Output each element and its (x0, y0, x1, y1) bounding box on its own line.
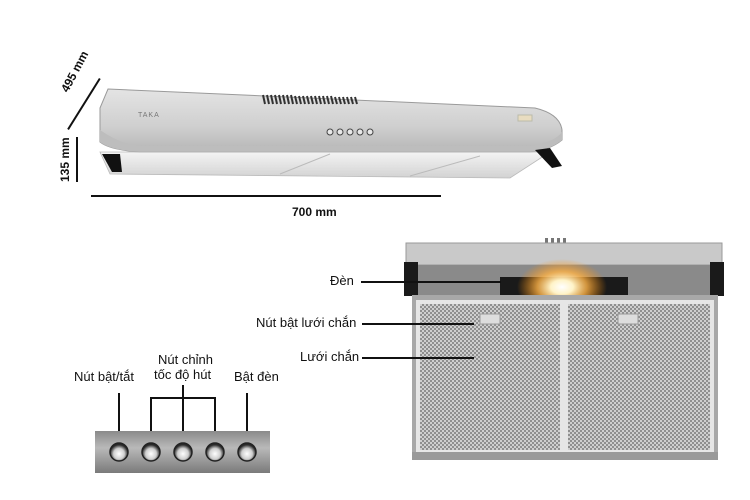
brand-logo: TAKA (138, 112, 160, 119)
control-knobs (109, 442, 257, 462)
hood-front-view (400, 238, 730, 463)
power-leader-line (118, 393, 120, 438)
light-label: Đèn (330, 273, 354, 288)
filter-release-leader-line (362, 323, 474, 325)
speed-buttons-label-line2: tốc độ hút (154, 367, 212, 382)
speed-leader-stem (182, 385, 184, 437)
hood-underside-illustration (404, 238, 724, 460)
width-dimension-label: 700 mm (292, 205, 337, 219)
filter-label: Lưới chắn (300, 349, 360, 364)
height-dimension-label: 135 mm (58, 137, 72, 182)
filter-leader-line (362, 357, 474, 359)
speed-leader-right (214, 397, 216, 438)
range-hood-illustration (99, 88, 563, 179)
control-panel-strip (95, 431, 270, 473)
speed-leader-left (150, 397, 152, 438)
power-button-label: Nút bật/tắt (74, 369, 134, 384)
width-dimension-line (91, 195, 441, 197)
filter-release-button-label: Nút bật lưới chắn (256, 315, 357, 330)
light-leader-line (361, 281, 501, 283)
hood-perspective-view: TAKA (80, 70, 580, 190)
height-dimension-line (76, 137, 78, 182)
light-button-label: Bật đèn (234, 369, 279, 384)
light-button-leader-line (246, 393, 248, 438)
speed-buttons-label-line1: Nút chỉnh (158, 352, 213, 367)
